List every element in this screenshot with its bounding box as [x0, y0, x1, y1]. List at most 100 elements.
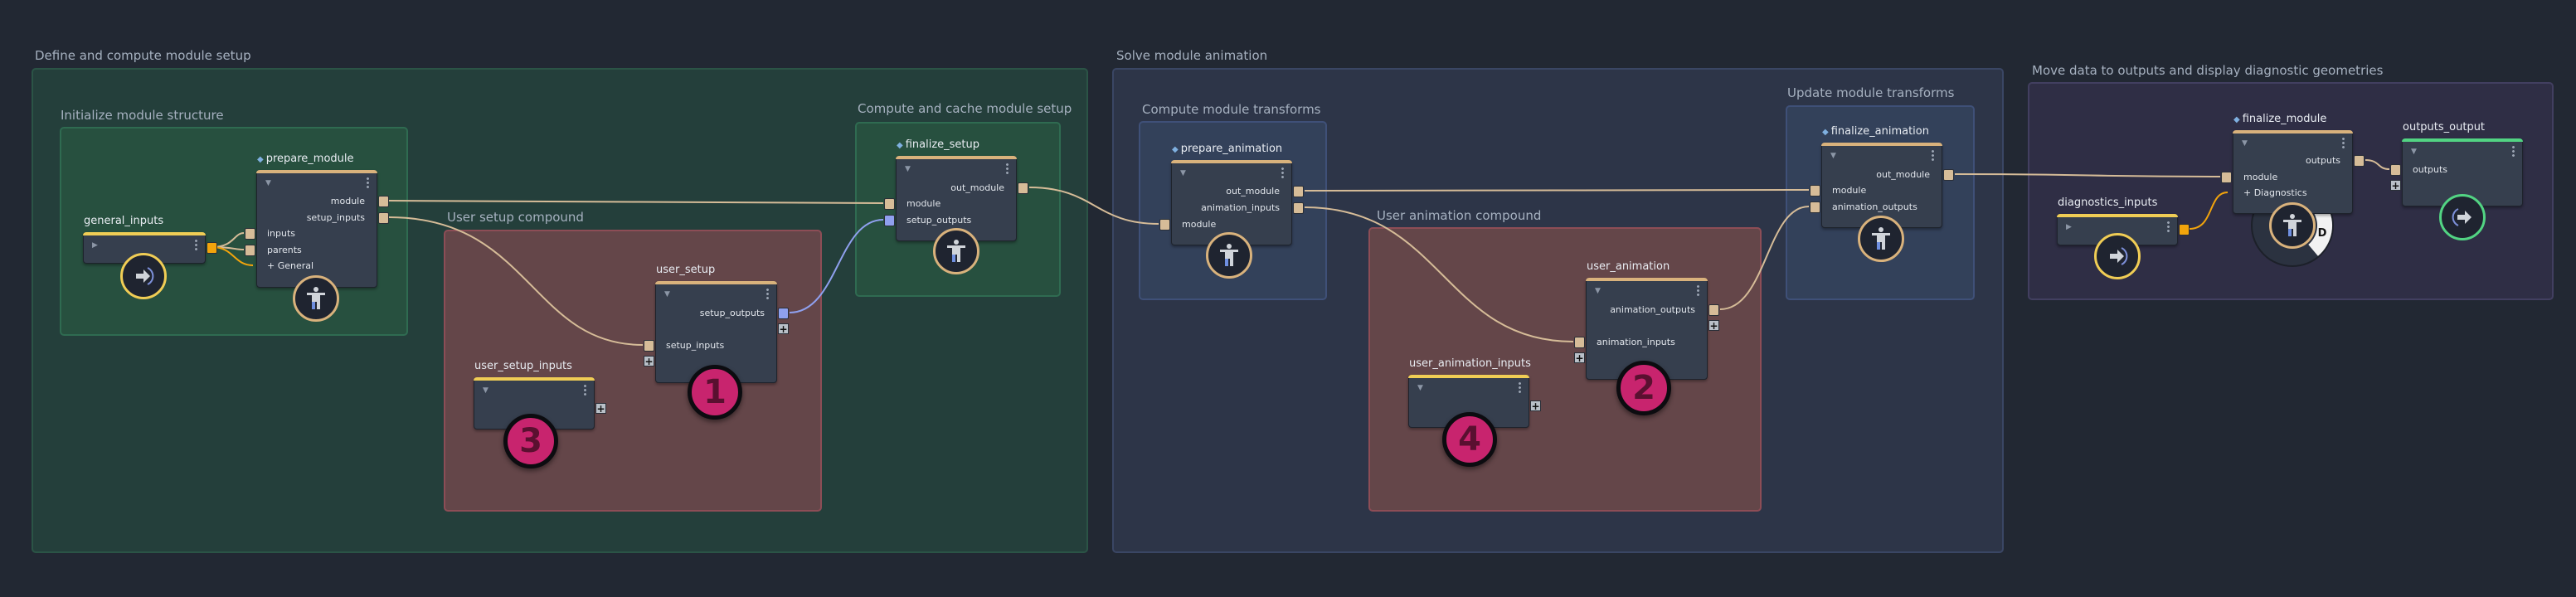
- port-label: out_module: [1226, 186, 1280, 197]
- input-port-module[interactable]: [1810, 185, 1820, 197]
- more-options-icon[interactable]: [2167, 221, 2170, 232]
- node-title: finalize_setup: [905, 138, 980, 151]
- step-badge-2: 2: [1616, 361, 1671, 415]
- input-port-animation-inputs[interactable]: [1574, 337, 1585, 348]
- step-badge-4: 4: [1442, 412, 1497, 467]
- collapse-icon[interactable]: ▼: [905, 165, 911, 173]
- group-label-compute-cache: Compute and cache module setup: [858, 101, 1072, 116]
- output-port-setup-inputs[interactable]: [378, 212, 389, 224]
- output-port-out-module[interactable]: [1293, 186, 1304, 197]
- more-options-icon[interactable]: [2342, 137, 2345, 148]
- node-title: finalize_module: [2242, 113, 2327, 125]
- group-label-user-animation-compound: User animation compound: [1377, 208, 1542, 223]
- output-port-setup-outputs[interactable]: [778, 308, 789, 319]
- node-title: general_inputs: [84, 215, 164, 227]
- input-port-setup-inputs[interactable]: [644, 340, 654, 352]
- output-port-animation-inputs[interactable]: [1293, 202, 1304, 214]
- collapse-icon[interactable]: ▼: [265, 179, 271, 187]
- port-group-label[interactable]: + General: [267, 260, 314, 271]
- port-label: module: [906, 198, 941, 209]
- more-options-icon[interactable]: [1697, 284, 1699, 296]
- collapse-icon[interactable]: ▼: [2242, 139, 2248, 148]
- output-port-out-module[interactable]: [1018, 182, 1028, 194]
- more-options-icon[interactable]: [584, 384, 586, 396]
- node-title: diagnostics_inputs: [2058, 197, 2158, 209]
- add-output-port-button[interactable]: +: [1530, 400, 1541, 412]
- input-port-parents[interactable]: [245, 245, 255, 256]
- output-port[interactable]: [207, 242, 217, 254]
- input-port-outputs[interactable]: [2390, 164, 2401, 176]
- collapse-icon[interactable]: ▼: [1417, 384, 1423, 392]
- rig-node-icon[interactable]: [1206, 232, 1252, 279]
- input-port-setup-outputs[interactable]: [884, 215, 895, 226]
- output-port-module[interactable]: [378, 196, 389, 207]
- port-group-diagnostics[interactable]: + Diagnostics: [2243, 187, 2307, 198]
- more-options-icon[interactable]: [367, 177, 369, 188]
- input-port-animation-outputs[interactable]: [1810, 201, 1820, 213]
- expand-icon[interactable]: ▶: [92, 241, 98, 250]
- rig-node-icon[interactable]: [933, 228, 979, 274]
- more-options-icon[interactable]: [1519, 381, 1521, 393]
- input-port-module[interactable]: [884, 198, 895, 210]
- diagnostics-toggle-segment[interactable]: D: [2251, 184, 2334, 267]
- output-port-out-module[interactable]: [1943, 169, 1954, 181]
- node-prepare-module[interactable]: ◆prepare_module ▼ module setup_inputs in…: [245, 153, 389, 288]
- add-input-port-button[interactable]: +: [1574, 352, 1585, 364]
- more-options-icon[interactable]: [195, 239, 197, 250]
- input-node-icon[interactable]: [2094, 233, 2141, 279]
- collapse-icon[interactable]: ▼: [1830, 152, 1836, 160]
- port-label: setup_inputs: [666, 340, 725, 351]
- node-user-setup-inputs[interactable]: user_setup_inputs ▼ +: [474, 360, 606, 430]
- node-prepare-animation[interactable]: ◆prepare_animation ▼ out_module animatio…: [1159, 143, 1304, 245]
- expand-icon[interactable]: ▶: [2066, 223, 2072, 231]
- add-output-port-button[interactable]: +: [778, 323, 789, 335]
- more-options-icon[interactable]: [1932, 149, 1934, 161]
- port-label: animation_outputs: [1610, 304, 1695, 315]
- node-title: outputs_output: [2403, 121, 2486, 133]
- input-node-icon[interactable]: [120, 253, 167, 299]
- port-label: module: [1182, 219, 1217, 230]
- rig-node-icon[interactable]: [1858, 216, 1904, 262]
- node-title: user_setup_inputs: [474, 360, 572, 372]
- node-diagnostics-inputs[interactable]: diagnostics_inputs ▶: [2057, 197, 2190, 245]
- add-input-port-button[interactable]: +: [2390, 180, 2401, 192]
- more-options-icon[interactable]: [1006, 163, 1009, 174]
- output-port-animation-outputs[interactable]: [1708, 304, 1719, 316]
- port-label: out_module: [1876, 169, 1930, 180]
- rig-node-icon[interactable]: [293, 275, 339, 322]
- port-label: animation_outputs: [1832, 201, 1917, 212]
- more-options-icon[interactable]: [766, 288, 769, 299]
- input-port-inputs[interactable]: [245, 228, 255, 240]
- collapse-icon[interactable]: ▼: [664, 290, 670, 298]
- node-finalize-module[interactable]: ◆finalize_module ▼ outputs module + Diag…: [2221, 113, 2365, 214]
- input-port-module[interactable]: [2221, 172, 2232, 183]
- output-port[interactable]: [2179, 224, 2190, 235]
- node-title: prepare_module: [265, 153, 354, 165]
- collapse-icon[interactable]: ▼: [1180, 169, 1186, 177]
- add-input-port-button[interactable]: +: [644, 356, 654, 367]
- port-label: setup_outputs: [699, 308, 765, 318]
- output-port-outputs[interactable]: [2354, 155, 2365, 167]
- input-port-module[interactable]: [1159, 219, 1170, 231]
- collapse-icon[interactable]: ▼: [2411, 148, 2417, 156]
- step-badge-1: 1: [688, 365, 742, 420]
- add-output-port-button[interactable]: +: [595, 403, 606, 415]
- node-finalize-animation[interactable]: ◆finalize_animation ▼ out_module module …: [1810, 125, 1954, 228]
- group-label-user-setup-compound: User setup compound: [447, 210, 584, 225]
- output-node-icon[interactable]: [2439, 194, 2486, 240]
- node-finalize-setup[interactable]: ◆finalize_setup ▼ out_module module setu…: [884, 138, 1028, 241]
- group-label-compute-transforms: Compute module transforms: [1142, 102, 1321, 117]
- port-label: outputs: [2305, 155, 2340, 166]
- port-label: animation_inputs: [1597, 337, 1675, 347]
- port-label: outputs: [2413, 164, 2448, 175]
- collapse-icon[interactable]: ▼: [483, 386, 488, 395]
- collapse-icon[interactable]: ▼: [1595, 287, 1601, 295]
- add-output-port-button[interactable]: +: [1708, 320, 1719, 332]
- port-label: animation_inputs: [1201, 202, 1280, 213]
- rig-node-icon[interactable]: [2269, 202, 2316, 249]
- more-options-icon[interactable]: [1281, 167, 1284, 178]
- group-label-init-structure: Initialize module structure: [61, 108, 224, 123]
- port-label: setup_outputs: [906, 215, 972, 226]
- port-group-general: + General: [257, 260, 377, 273]
- more-options-icon[interactable]: [2512, 145, 2515, 157]
